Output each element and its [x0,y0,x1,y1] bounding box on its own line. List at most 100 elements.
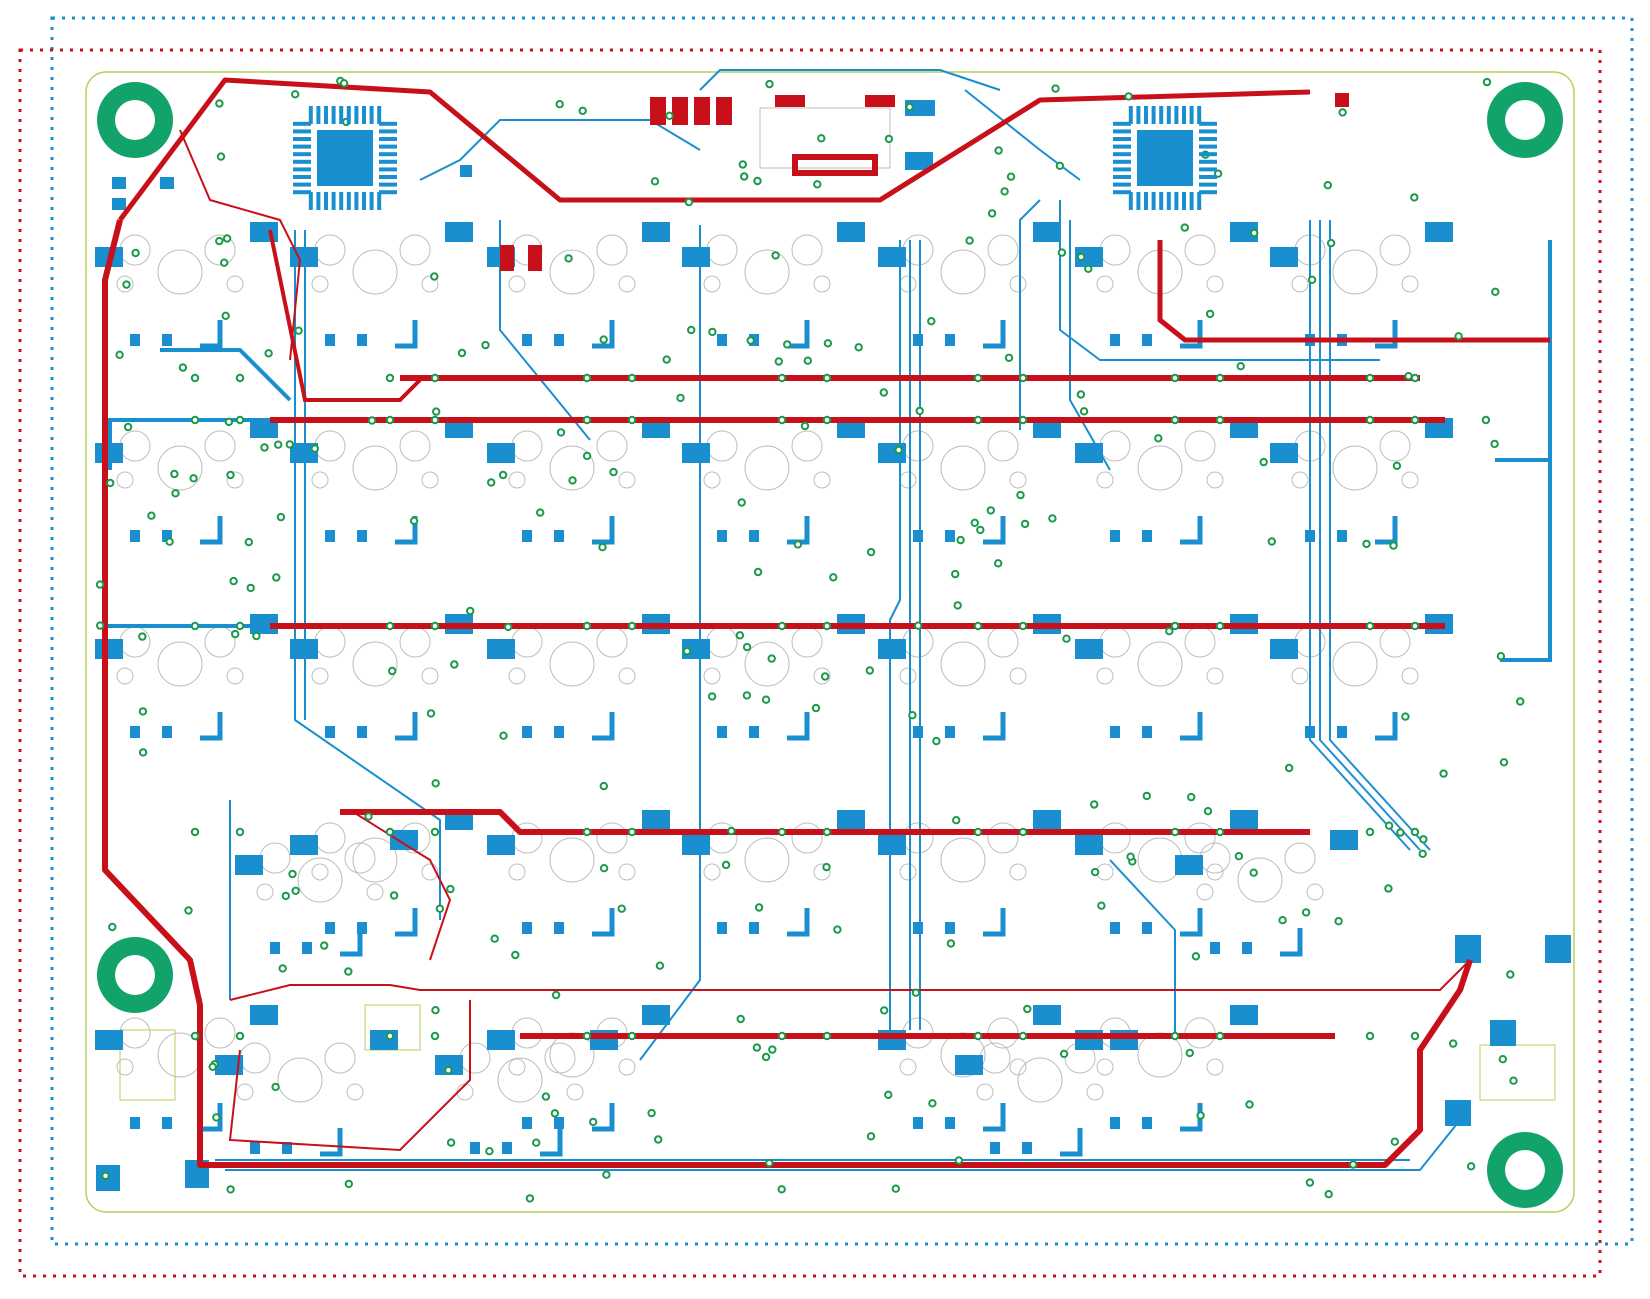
via [1439,769,1448,778]
via [884,134,894,144]
switch-pin-hole [1184,430,1216,462]
ic-pin [1199,190,1217,195]
diode-pad [945,922,955,934]
via [1259,457,1268,467]
via [582,827,592,837]
diode-pad [502,1142,512,1154]
via [1004,353,1014,362]
bottom-copper-layer [95,69,1571,1191]
via [1390,1137,1400,1146]
via [466,606,475,616]
via [951,569,960,579]
via [768,1045,777,1054]
ic-pin [379,129,397,134]
switch-pad [878,835,906,855]
switch-pin-hole [314,822,346,854]
via [854,343,863,352]
switch-trace [395,712,418,741]
top-layer-extent [18,48,1602,1278]
ic-pin [339,192,344,210]
via [1170,373,1180,383]
switch-peg-hole [1096,667,1114,685]
via [446,884,455,894]
ic-pin [346,192,351,210]
diode-pad [1142,334,1152,346]
ic-pin [379,152,397,157]
diode-pad [1110,922,1120,934]
via [866,1132,876,1141]
bottom-pad [1490,1020,1516,1046]
switch-center-hole [352,249,398,295]
switch-center-hole [157,445,203,491]
via [1365,415,1375,425]
switch-pin-hole [1379,430,1411,462]
via [215,236,224,246]
switch-pin-hole [902,822,934,854]
ic-pin [1113,144,1131,149]
via [252,631,261,641]
via [829,573,838,582]
via [783,340,792,349]
via [905,102,914,112]
ic-pin [1159,192,1164,210]
bottom-pad [1445,1100,1471,1126]
via [171,489,180,498]
via [131,248,140,258]
diode-pad [749,530,759,542]
diode-pad [130,334,140,346]
diode-pad [717,334,727,346]
switch-pin-hole [1099,626,1131,658]
via [1250,228,1259,238]
ic-pin [1151,192,1156,210]
switch-pin-hole [511,430,543,462]
via [987,209,997,218]
via [550,1109,560,1118]
via [294,326,303,335]
via [291,90,300,99]
switch-peg-hole [899,1058,917,1076]
switch-trace [1180,516,1203,545]
ic-pin [346,106,351,124]
via [1076,252,1086,262]
switch-trace [395,320,418,349]
via [742,691,752,700]
switch-peg-hole [703,667,721,685]
via [1090,800,1099,809]
switch-peg-hole [508,863,526,881]
via [525,1194,535,1203]
via [568,476,577,485]
via [1410,373,1420,383]
switch-pad [878,247,906,267]
ic-pin [293,129,311,134]
via [106,478,115,488]
via [1326,238,1336,248]
bottom-pad [460,165,472,177]
ic-pin [293,121,311,126]
switch-pin-hole [706,430,738,462]
via [1301,908,1311,917]
via [687,325,696,335]
via [1000,187,1009,196]
diode-pad [325,334,335,346]
via [994,559,1003,568]
switch-peg-hole [899,667,917,685]
ic-pin [369,106,374,124]
ic-pin [1199,137,1217,141]
via [817,134,826,143]
switch-peg-hole [1009,1058,1027,1076]
bottom-pad [112,177,126,189]
switch-pin-hole [239,1042,271,1074]
switch-trace [200,1103,223,1132]
ic-pin [1199,159,1217,164]
switch-peg-hole [566,1083,584,1101]
switch-pad [878,639,906,659]
via [771,251,780,260]
bottom-pad [160,177,174,189]
diode-pad [522,530,532,542]
via [123,422,133,432]
bottom-signal-trace [419,119,701,181]
via [1284,763,1294,773]
switch-pin-hole [511,626,543,658]
ic-pin [1113,159,1131,164]
